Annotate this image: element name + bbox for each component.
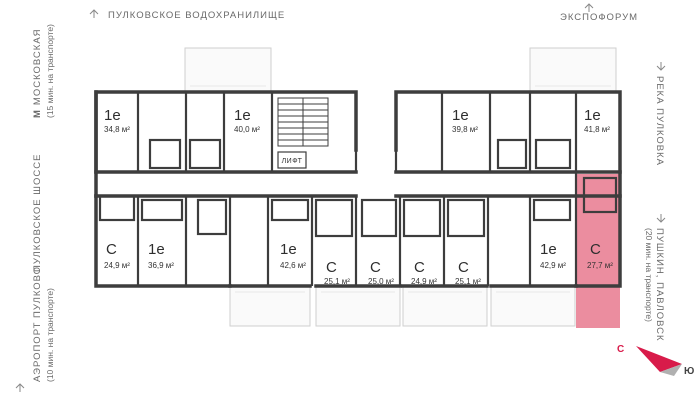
arrow-up-icon [89,9,99,18]
direction-label-main: МОСКОВСКАЯ [32,28,43,105]
direction-label: М МОСКОВСКАЯ [32,28,43,118]
apt-area: 39,8 м² [452,125,478,134]
bathroom [402,198,442,238]
bathroom [582,176,618,214]
apt-area: 24,9 м² [411,277,437,286]
arrow-down-icon [656,62,666,71]
apt-type: С [590,241,601,258]
bathroom [496,138,528,170]
apt-area: 42,6 м² [280,261,306,270]
apt-area: 25,1 м² [324,277,350,286]
direction-sublabel: (15 мин. на транспорте) [45,24,55,118]
lift-box [277,151,307,169]
bathroom [314,198,354,238]
apt-type: С [106,241,117,258]
bathroom [140,198,184,222]
compass-north-label: Ю [684,366,694,377]
compass-needle-shadow-icon [660,364,682,376]
arrow-down-icon [656,214,666,223]
apt-type: 1е [234,107,251,124]
apartment-labels: 1е 34,8 м² 1е 40,0 м² 1е 39,8 м² 1е 41,8… [104,107,613,286]
balcony-top-2 [529,47,617,93]
apt-type: С [414,259,425,276]
arrow-up-icon [584,3,594,12]
apt-area: 25,0 м² [368,277,394,286]
compass-needle-icon [636,346,682,372]
direction-right-1: РЕКА ПУЛКОВКА [654,76,665,166]
bathroom [148,138,182,170]
apt-type: С [370,259,381,276]
apt-type: 1е [148,241,165,258]
bathroom [98,194,136,222]
direction-left-2: ПУЛКОВСКОЕ ШОССЕ [32,154,43,272]
apt-type: С [458,259,469,276]
apt-type: 1е [452,107,469,124]
direction-sublabel: (10 мин. на транспорте) [45,288,55,382]
compass: С Ю [617,344,694,377]
apt-type: 1е [540,241,557,258]
direction-label: ПУЛКОВСКОЕ ШОССЕ [32,154,43,272]
direction-left-1-sub: (15 мин. на транспорте) [45,24,55,118]
direction-top-left: ПУЛКОВСКОЕ ВОДОХРАНИЛИЩЕ [89,9,285,21]
apt-area: 27,7 м² [587,261,613,270]
direction-left-3-sub: (10 мин. на транспорте) [45,288,55,382]
apt-area: 40,0 м² [234,125,260,134]
balcony-bottom-4 [490,285,576,327]
apt-area: 36,9 м² [148,261,174,270]
direction-label: ЭКСПОФОРУМ [560,12,638,23]
bathroom [270,198,310,222]
direction-left-3: АЭРОПОРТ ПУЛКОВО [32,266,43,382]
direction-label: РЕКА ПУЛКОВКА [654,76,665,166]
bathroom [188,138,222,170]
bathroom [196,198,228,236]
apt-area: 25,1 м² [455,277,481,286]
apt-area: 41,8 м² [584,125,610,134]
metro-icon: М [32,109,43,118]
direction-top-right: ЭКСПОФОРУМ [560,3,638,23]
apt-type: 1е [584,107,601,124]
apt-area: 34,8 м² [104,125,130,134]
apt-area: 42,9 м² [540,261,566,270]
balcony-hatching [190,85,611,293]
direction-right-2-sub: (20 мин. на транспорте) [644,228,654,322]
bathroom [532,198,572,222]
balcony-bottom-2 [315,285,401,327]
direction-label: АЭРОПОРТ ПУЛКОВО [32,266,43,382]
balcony-top-1 [184,47,272,93]
direction-sublabel: (20 мин. на транспорте) [644,228,654,322]
bathroom [446,198,486,238]
apt-type: 1е [104,107,121,124]
inner-walls [98,92,618,286]
arrow-up-icon [15,383,25,392]
balcony-bottom-3 [402,285,488,327]
apt-area: 24,9 м² [104,261,130,270]
bathroom [360,198,398,238]
direction-label: ПУЛКОВСКОЕ ВОДОХРАНИЛИЩЕ [108,10,285,21]
bathroom [534,138,572,170]
apt-type: 1е [280,241,297,258]
lift-label: ЛИФТ [282,158,303,165]
direction-label: ПУШКИН, ПАВЛОВСК [654,228,665,342]
apt-type: С [326,259,337,276]
direction-left-1: М МОСКОВСКАЯ [32,28,43,118]
direction-right-2: ПУШКИН, ПАВЛОВСК [654,228,665,342]
compass-south-label: С [617,344,624,355]
staircase [277,97,329,147]
